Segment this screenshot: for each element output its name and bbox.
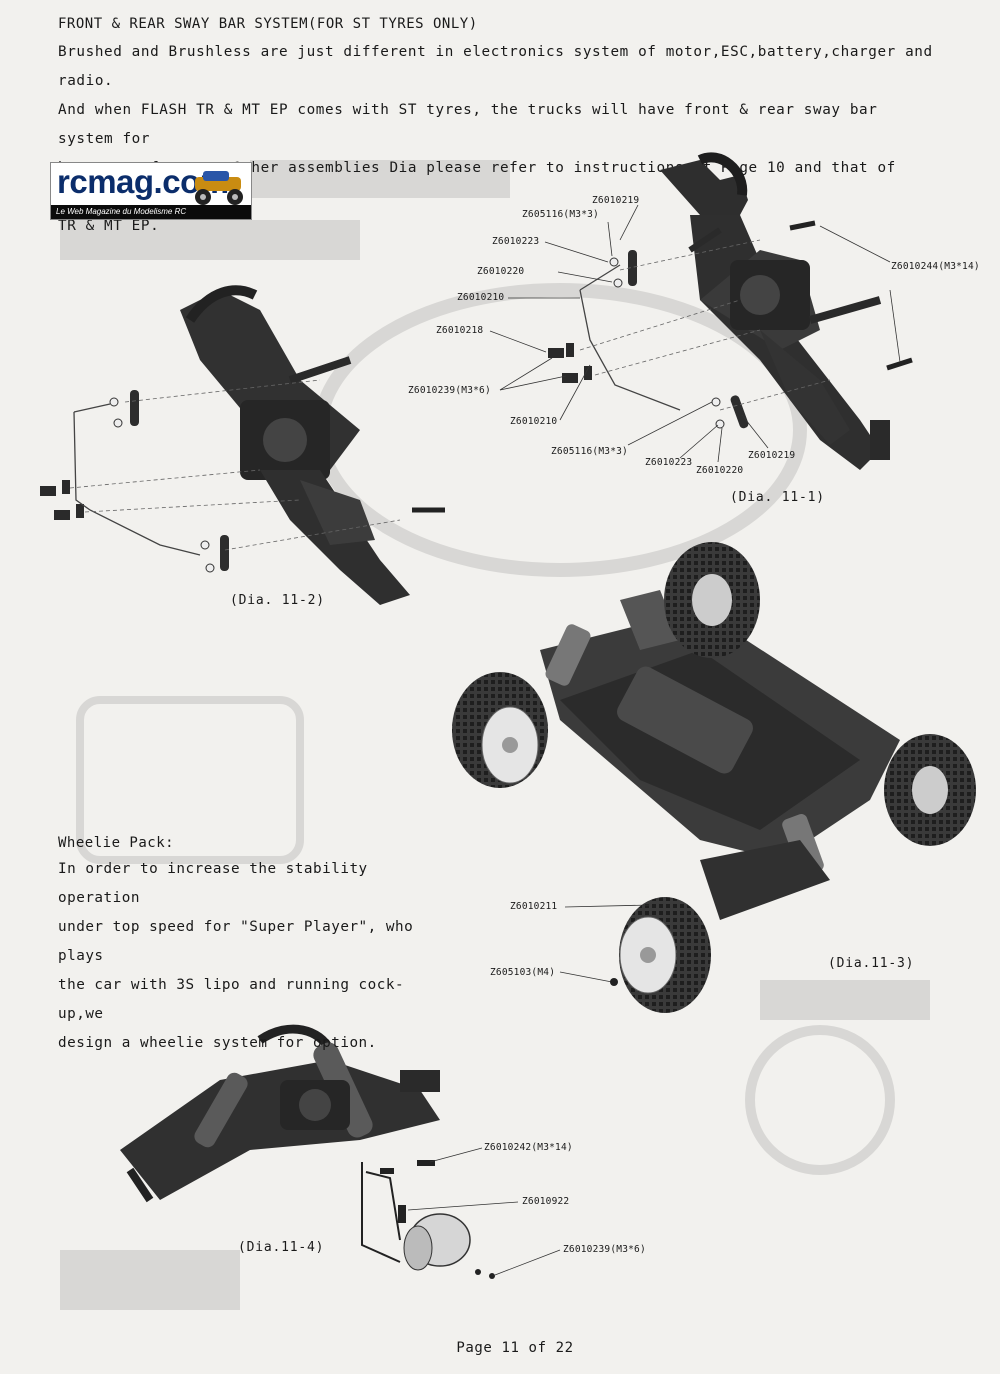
part-label-z6010220-bottom: Z6010220 (696, 465, 744, 476)
rcmag-logo[interactable]: rcmag.com Le Web Magazine du Modelisme R… (50, 162, 252, 220)
dia-11-1-drawing (489, 152, 913, 470)
wheelie-line-3: the car with 3S lipo and running cock-up… (58, 977, 405, 1022)
part-label-z6010239: Z6010239(M3*6) (408, 385, 491, 396)
intro-line-4: TR & MT EP. (58, 218, 160, 234)
dia-11-3-drawing (452, 542, 976, 1013)
logo-tagline: Le Web Magazine du Modelisme RC (51, 205, 251, 219)
intro-line-1: Brushed and Brushless are just different… (58, 44, 933, 89)
part-label-z605103: Z605103(M4) (490, 967, 556, 978)
tire-front-left (884, 734, 976, 846)
part-label-z6010220-top: Z6010220 (477, 266, 525, 277)
tire-front-right (619, 897, 711, 1013)
dia-11-2-drawing (40, 285, 445, 605)
wheelie-pack-text: Wheelie Pack: In order to increase the s… (58, 835, 448, 1058)
caption-dia-11-2: (Dia. 11-2) (230, 593, 325, 608)
part-label-z6010244: Z6010244(M3*14) (891, 261, 980, 272)
part-label-z6010210-bottom: Z6010210 (510, 416, 558, 427)
wheelie-line-1: In order to increase the stability opera… (58, 861, 368, 906)
caption-dia-11-1: (Dia. 11-1) (730, 490, 825, 505)
logo-truck-icon (195, 171, 243, 205)
caption-dia-11-4: (Dia.11-4) (238, 1240, 325, 1255)
part-label-z6010239-wheelie: Z6010239(M3*6) (563, 1244, 646, 1255)
part-label-z6010219-top: Z6010219 (592, 195, 640, 206)
wheelie-line-4: design a wheelie system for option. (58, 1035, 377, 1051)
part-label-z6010922: Z6010922 (522, 1196, 570, 1207)
part-label-z6010242: Z6010242(M3*14) (484, 1142, 573, 1153)
header-text: FRONT & REAR SWAY BAR SYSTEM(FOR ST TYRE… (58, 16, 938, 241)
page-number: Page 11 of 22 (456, 1340, 574, 1356)
part-label-z6010219-bottom: Z6010219 (748, 450, 796, 461)
caption-dia-11-3: (Dia.11-3) (828, 956, 915, 971)
section-title: FRONT & REAR SWAY BAR SYSTEM(FOR ST TYRE… (58, 16, 478, 32)
part-label-z6010218: Z6010218 (436, 325, 484, 336)
part-label-z6010210-top: Z6010210 (457, 292, 505, 303)
tire-rear-right (452, 672, 548, 788)
intro-line-2: And when FLASH TR & MT EP comes with ST … (58, 102, 878, 147)
part-label-z6010223-bottom: Z6010223 (645, 457, 693, 468)
wheelie-line-2: under top speed for "Super Player", who … (58, 919, 414, 964)
part-label-z6010211: Z6010211 (510, 901, 558, 912)
dia-11-4-drawing (120, 1024, 561, 1279)
wheelie-title: Wheelie Pack: (58, 835, 175, 851)
tire-rear-left (664, 542, 760, 658)
part-label-z6010223-top: Z6010223 (492, 236, 540, 247)
part-label-z605116-bottom: Z605116(M3*3) (551, 446, 628, 457)
part-label-z605116-top: Z605116(M3*3) (522, 209, 599, 220)
